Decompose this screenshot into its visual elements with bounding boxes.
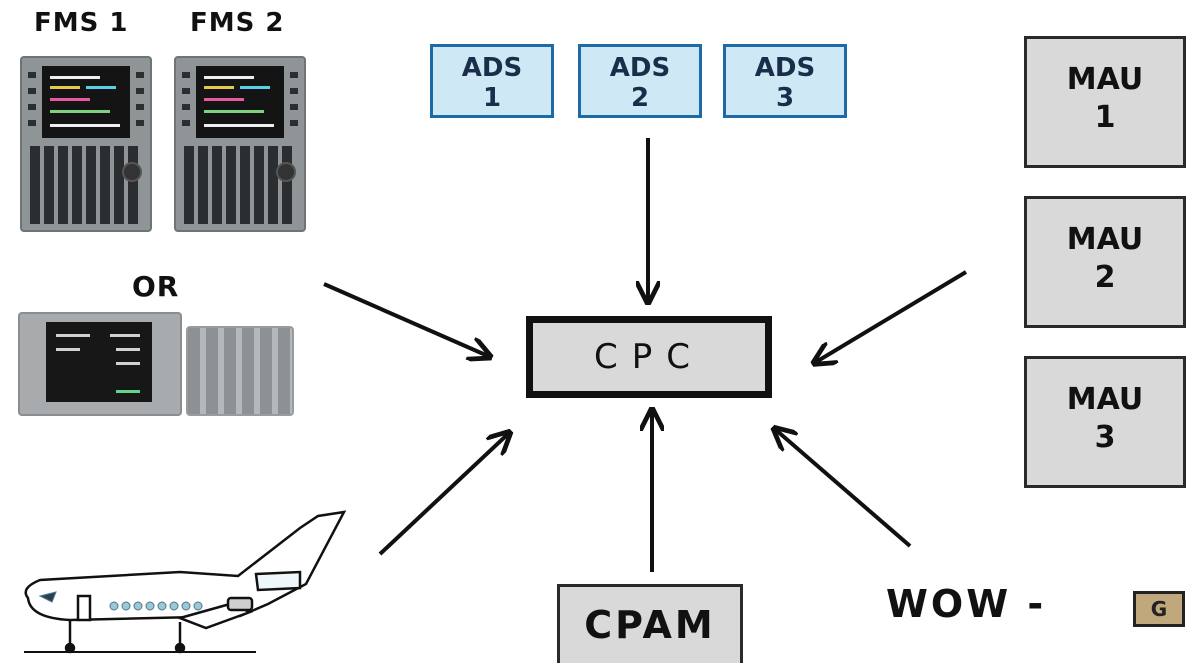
mau-1-number: 1	[1094, 100, 1116, 135]
wow-g-label: G	[1150, 597, 1168, 621]
wow-g-box: G	[1133, 591, 1185, 627]
aircraft-icon	[24, 510, 347, 654]
fms-2-panel-icon	[174, 56, 306, 232]
aircraft-windows	[38, 591, 203, 611]
mau-2-label: MAU	[1066, 222, 1144, 257]
mau-2-box: MAU 2	[1024, 196, 1186, 328]
cpam-label: CPAM	[584, 603, 716, 647]
arrow-wow-to-cpc	[776, 430, 912, 548]
mau-2-number: 2	[1094, 260, 1116, 295]
ads-1-number: 1	[482, 83, 502, 113]
ads-3-number: 3	[775, 83, 795, 113]
ads-3-box: ADS 3	[723, 44, 847, 118]
ads-1-label: ADS	[461, 53, 523, 83]
ads-2-label: ADS	[609, 53, 671, 83]
cpam-box: CPAM	[557, 584, 743, 663]
mau-3-box: MAU 3	[1024, 356, 1186, 488]
alternate-control-panel-icon	[18, 312, 182, 416]
mau-3-number: 3	[1094, 420, 1116, 455]
cpc-label: CPC	[594, 337, 704, 377]
alternate-keypad-icon	[186, 326, 294, 416]
arrow-aircraft-to-cpc	[378, 434, 508, 556]
arrow-mau-to-cpc	[816, 270, 968, 362]
mau-1-box: MAU 1	[1024, 36, 1186, 168]
or-label: OR	[132, 270, 180, 303]
fms-1-label: FMS 1	[34, 8, 129, 38]
ads-3-label: ADS	[754, 53, 816, 83]
mau-1-label: MAU	[1066, 62, 1144, 97]
arrow-fms-to-cpc	[323, 282, 488, 356]
wow-label: WOW -	[886, 582, 1047, 626]
ads-2-number: 2	[630, 83, 650, 113]
fms-2-label: FMS 2	[190, 8, 285, 38]
ads-1-box: ADS 1	[430, 44, 554, 118]
fms-1-panel-icon	[20, 56, 152, 232]
mau-3-label: MAU	[1066, 382, 1144, 417]
cpc-box: CPC	[526, 316, 772, 398]
ads-2-box: ADS 2	[578, 44, 702, 118]
